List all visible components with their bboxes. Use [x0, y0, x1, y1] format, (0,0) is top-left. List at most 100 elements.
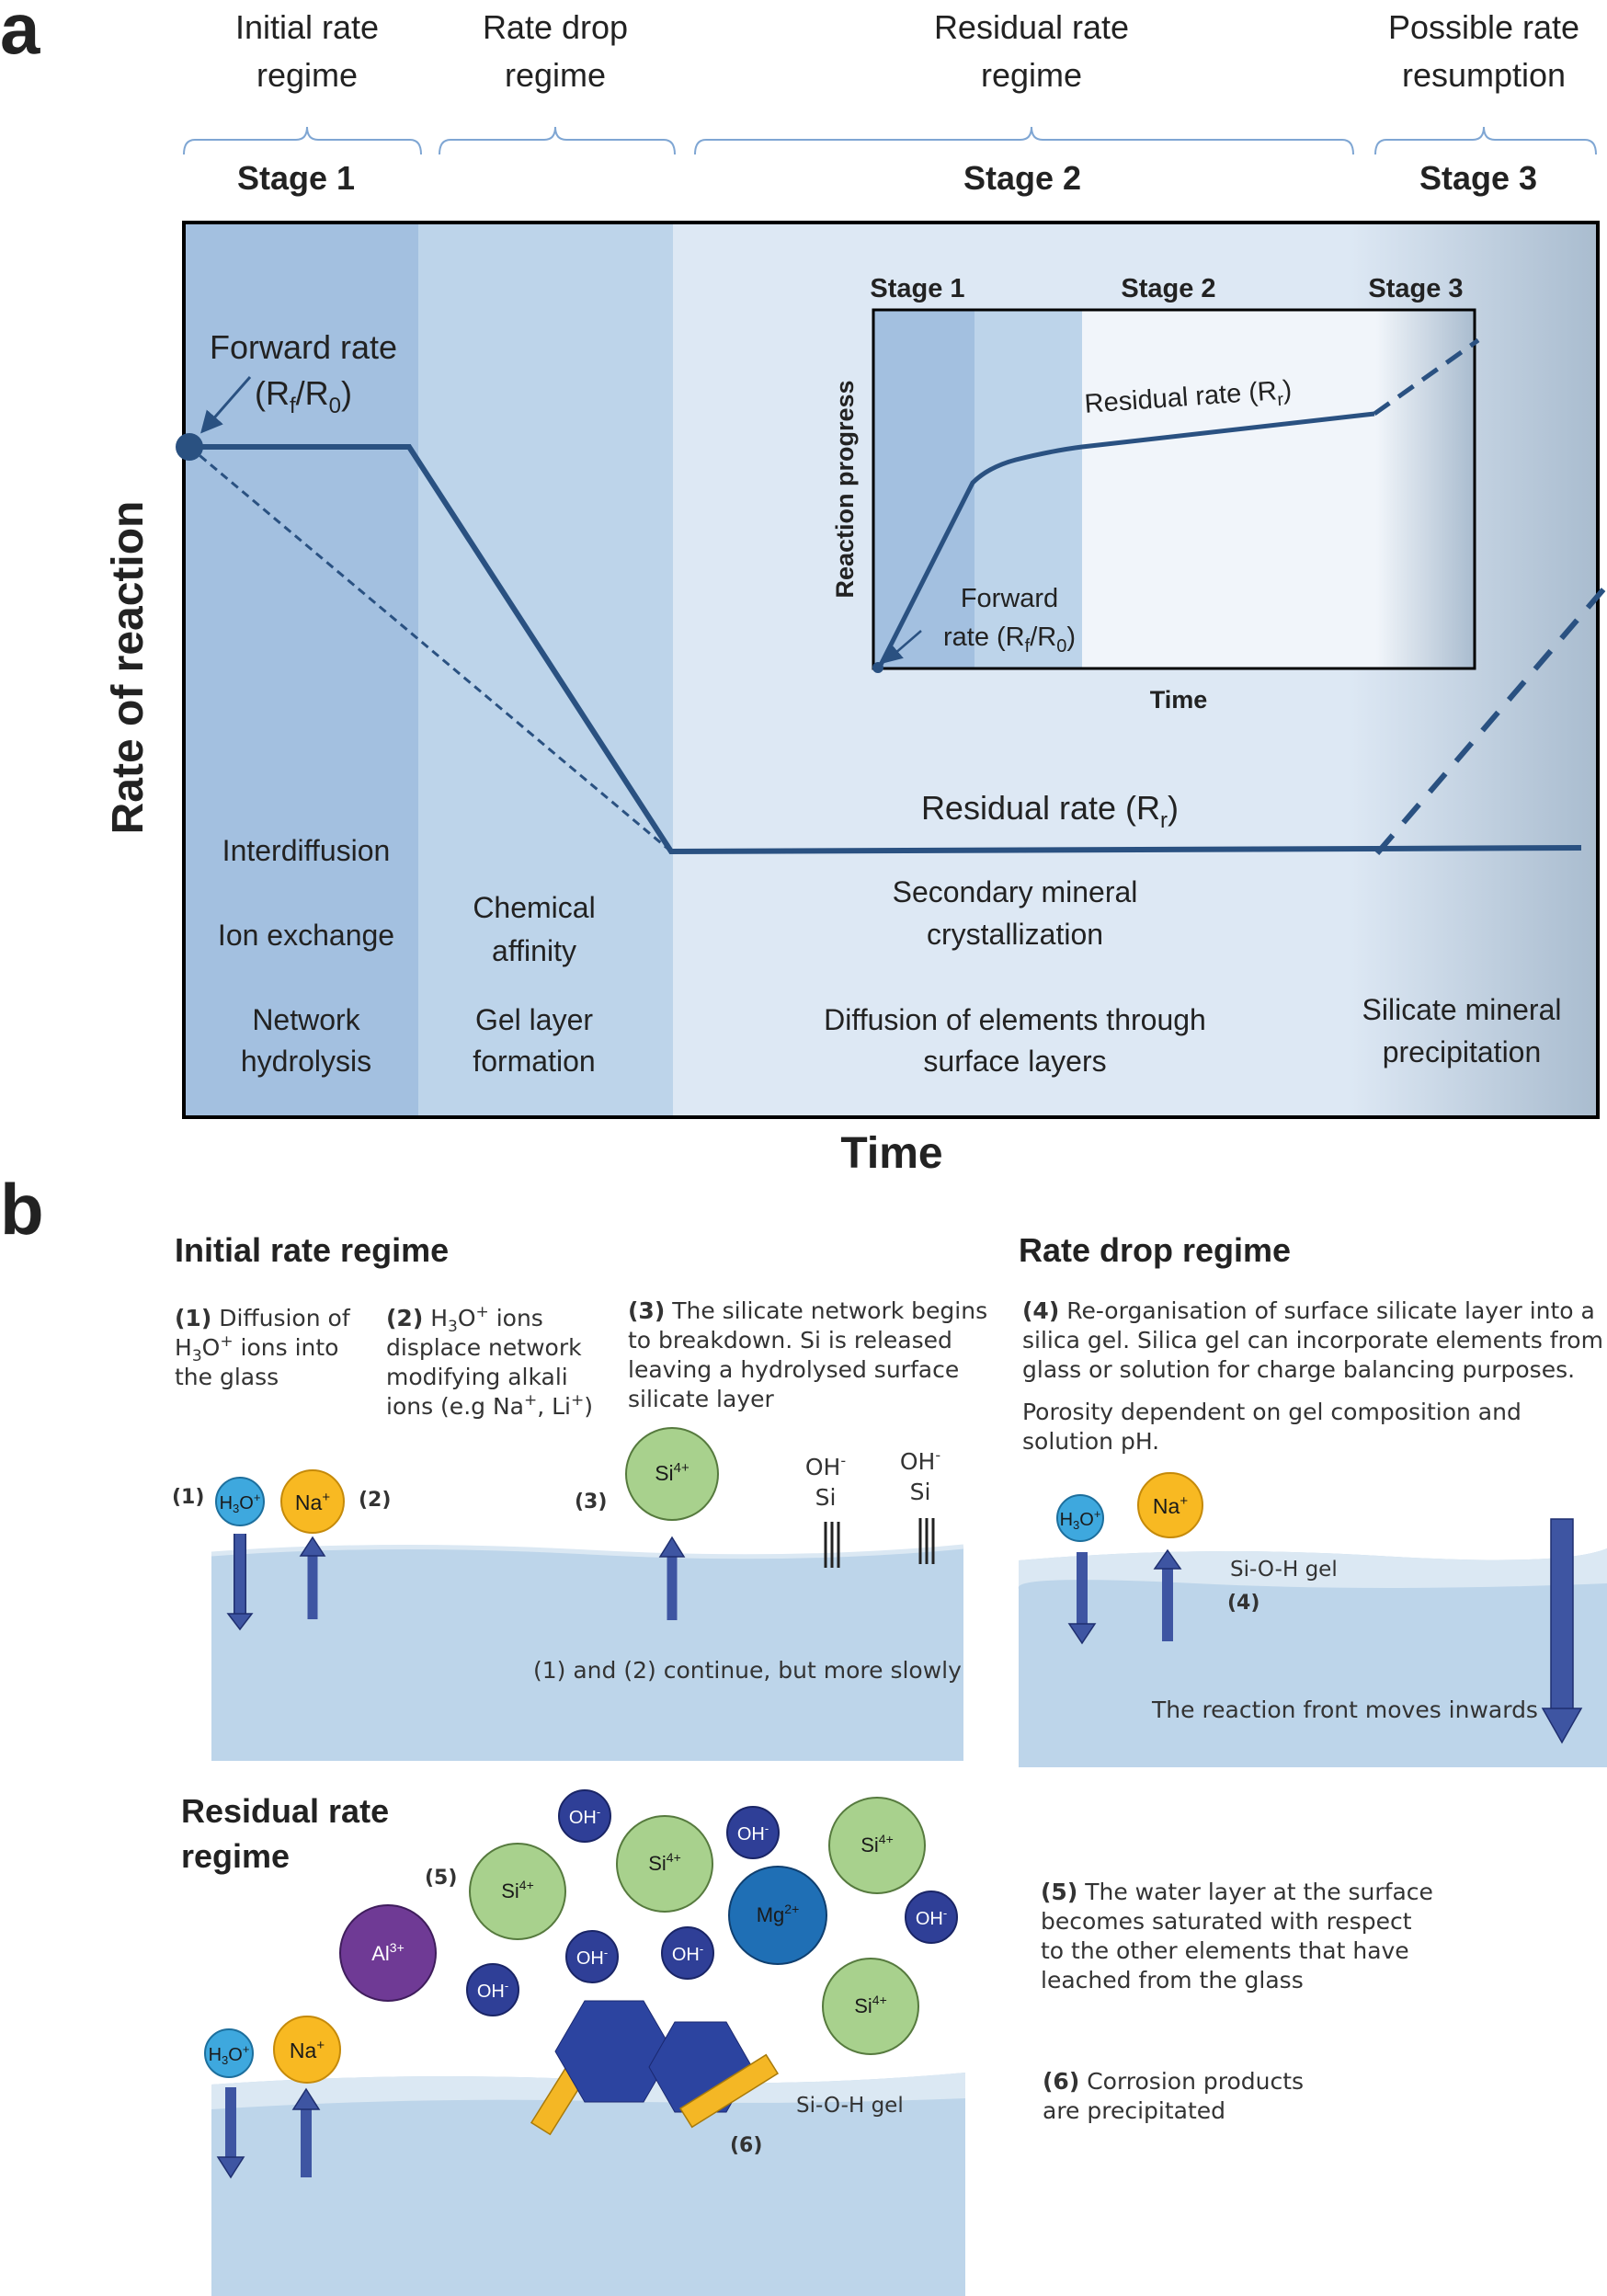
svg-text:Residual rate: Residual rate	[934, 8, 1129, 46]
initial-ions: (1) (2) H3O+ Na+ (3) Si4+ OH- Si OH- Si	[172, 1427, 940, 1631]
svg-text:OH-: OH-	[916, 1906, 947, 1929]
resumption-processes: Silicate mineral precipitation	[1362, 993, 1562, 1068]
svg-text:H3O+: H3O+	[209, 2042, 250, 2067]
si-ion-r4	[822, 1958, 919, 2055]
stage1-region	[184, 223, 418, 1117]
gel-label-drop: Si-O-H gel	[1230, 1558, 1338, 1582]
svg-text:Stage 2: Stage 2	[1121, 274, 1215, 303]
svg-text:silicate layer: silicate layer	[628, 1386, 774, 1412]
svg-text:(2): (2)	[359, 1489, 391, 1512]
regime-header-resumption: Possible rate resumption	[1388, 8, 1579, 94]
svg-text:Gel layer: Gel layer	[475, 1003, 593, 1036]
svg-text:H3O+: H3O+	[1060, 1507, 1101, 1532]
stage-label-1: Stage 1	[237, 159, 355, 197]
svg-text:Interdiffusion: Interdiffusion	[222, 834, 391, 867]
hydrolysed-silanol-1: OH- Si	[805, 1452, 846, 1568]
svg-text:OH-: OH-	[477, 1979, 508, 2002]
residual-processes: Secondary mineral crystallization Diffus…	[824, 875, 1206, 1078]
forward-rate-point	[176, 433, 203, 461]
svg-text:(5) The water layer at the sur: (5) The water layer at the surface	[1041, 1879, 1433, 1905]
svg-text:OH-: OH-	[900, 1446, 940, 1475]
gel-label-residual: Si-O-H gel	[796, 2094, 904, 2118]
svg-text:regime: regime	[981, 56, 1082, 94]
y-axis-label: Rate of reaction	[104, 501, 153, 835]
svg-text:Possible rate: Possible rate	[1388, 8, 1579, 46]
svg-text:Na+: Na+	[295, 1490, 330, 1514]
oh-ion-3	[905, 1890, 958, 1944]
svg-text:ions (e.g Na+, Li+): ions (e.g Na+, Li+)	[386, 1391, 593, 1420]
svg-text:Rate drop: Rate drop	[483, 8, 628, 46]
panel-b-letter: b	[0, 1169, 44, 1250]
regime-header-initial: Initial rate regime	[235, 8, 379, 94]
forward-rate-label: Forward rate	[210, 328, 397, 366]
svg-text:H3O+ ions into: H3O+ ions into	[175, 1332, 338, 1365]
svg-text:Si4+: Si4+	[501, 1878, 534, 1902]
stage-label-3: Stage 3	[1419, 159, 1537, 197]
residual-rate-label: Residual rate (Rr)	[921, 789, 1179, 833]
svg-text:leached from the glass: leached from the glass	[1041, 1967, 1304, 1993]
svg-text:silica gel. Silica gel can inc: silica gel. Silica gel can incorporate e…	[1022, 1327, 1603, 1354]
svg-text:Diffusion of elements through: Diffusion of elements through	[824, 1003, 1206, 1036]
svg-text:Si4+: Si4+	[860, 1832, 894, 1856]
svg-text:Al3+: Al3+	[371, 1940, 405, 1965]
panel-a-letter: a	[0, 0, 40, 69]
svg-text:Chemical: Chemical	[473, 891, 595, 924]
svg-text:to the other elements that hav: to the other elements that have	[1041, 1937, 1409, 1964]
initial-glass-block: (1) and (2) continue, but more slowly	[211, 1544, 964, 1761]
svg-text:precipitation: precipitation	[1383, 1035, 1542, 1068]
drop-regime-title: Rate drop regime	[1019, 1231, 1291, 1269]
x-axis-label: Time	[840, 1129, 942, 1178]
svg-text:Forward: Forward	[961, 584, 1058, 613]
si-ion-r2	[616, 1815, 713, 1913]
front-note: The reaction front moves inwards	[1151, 1696, 1538, 1723]
hydrolysed-silanol-2: OH- Si	[900, 1446, 940, 1564]
svg-text:Si: Si	[910, 1479, 931, 1505]
na-ion-drop	[1137, 1472, 1203, 1538]
svg-text:(4) Re-organisation of surface: (4) Re-organisation of surface silicate …	[1022, 1297, 1595, 1324]
svg-text:modifying alkali: modifying alkali	[386, 1364, 568, 1390]
forward-rate-symbol: (Rf/R0)	[255, 374, 352, 418]
svg-text:Reaction progress: Reaction progress	[831, 380, 859, 598]
svg-text:Residual rate: Residual rate	[181, 1792, 389, 1830]
svg-text:Ion exchange: Ion exchange	[218, 919, 394, 952]
svg-text:resumption: resumption	[1402, 56, 1566, 94]
svg-text:solution pH.: solution pH.	[1022, 1428, 1159, 1455]
resumption-dashed	[1374, 587, 1607, 855]
forward-rate-line	[189, 444, 1375, 855]
step4-text: (4) Re-organisation of surface silicate …	[1022, 1297, 1603, 1455]
h3o-ion-drop	[1056, 1494, 1104, 1542]
step5-text: (5) The water layer at the surface becom…	[1041, 1879, 1433, 1993]
svg-text:affinity: affinity	[492, 934, 576, 967]
svg-text:(6): (6)	[730, 2134, 762, 2157]
rate-chart: Forward rate (Rf/R0) Residual rate (Rr) …	[176, 221, 1607, 1119]
svg-text:Network: Network	[252, 1003, 360, 1036]
residual-regime: Residual rate regime Si-O-H gel (6) (5) …	[181, 1789, 965, 2296]
svg-text:Silicate mineral: Silicate mineral	[1362, 993, 1562, 1026]
svg-text:OH-: OH-	[805, 1452, 846, 1480]
rate-drop-region	[418, 223, 673, 1117]
stage-label-2: Stage 2	[963, 159, 1081, 197]
svg-text:(1) Diffusion of: (1) Diffusion of	[175, 1305, 351, 1331]
svg-text:(1): (1)	[172, 1486, 204, 1509]
mg-ion	[728, 1866, 827, 1965]
svg-text:Na+: Na+	[1153, 1493, 1188, 1518]
na-ion-residual	[273, 2016, 341, 2084]
continue-note: (1) and (2) continue, but more slowly	[533, 1657, 962, 1684]
svg-text:OH-: OH-	[569, 1805, 600, 1828]
svg-text:Secondary mineral: Secondary mineral	[893, 875, 1138, 908]
drop-processes: Chemical affinity Gel layer formation	[473, 891, 595, 1078]
regime-braces	[183, 126, 1597, 155]
svg-text:(3): (3)	[575, 1491, 607, 1514]
svg-text:are precipitated: are precipitated	[1043, 2097, 1225, 2124]
step2-text: (2) H3O+ ions displace network modifying…	[386, 1303, 593, 1420]
svg-text:OH-: OH-	[576, 1946, 608, 1969]
si-ion	[625, 1427, 719, 1521]
corrosion-products	[530, 2000, 780, 2136]
inset-chart: Stage 1 Stage 2 Stage 3 Reaction progres…	[831, 274, 1480, 714]
step3-text: (3) The silicate network begins to break…	[628, 1297, 987, 1412]
drop-glass-block: Si-O-H gel (4) The reaction front moves …	[1018, 1472, 1607, 1767]
h3o-ion	[215, 1477, 265, 1526]
svg-text:displace network: displace network	[386, 1334, 582, 1361]
stage1-processes: Interdiffusion Ion exchange Network hydr…	[218, 834, 394, 1078]
